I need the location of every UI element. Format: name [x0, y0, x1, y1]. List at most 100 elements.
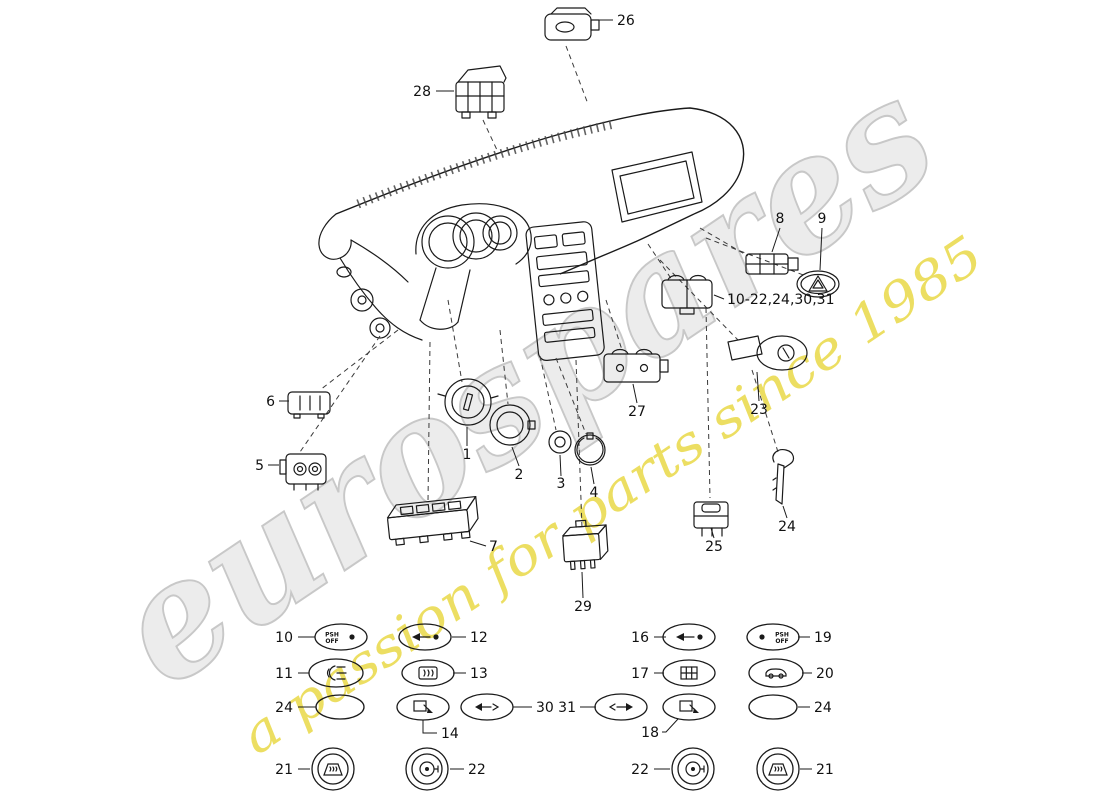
callout-24-right: 24: [814, 700, 832, 716]
switch-oval-30: [460, 693, 514, 721]
switch-oval-13: [401, 659, 455, 687]
defroster-vent-hatch: [356, 119, 615, 209]
part-8-switch: [745, 253, 799, 275]
callout-6: 6: [266, 394, 275, 410]
car-icon: [765, 668, 787, 679]
part-26-switch: [544, 7, 600, 41]
callout-19: 19: [814, 630, 832, 646]
callout-31: 31: [558, 700, 576, 716]
callout-24-key: 24: [778, 519, 796, 535]
indicator-dot-icon: [697, 634, 703, 640]
callout-14: 14: [441, 726, 459, 742]
beam-adjust-icon: [676, 633, 695, 641]
center-console: [525, 221, 605, 361]
indicator-dot-icon: [433, 634, 439, 640]
off-text: OFF: [325, 638, 338, 645]
switch-oval-psh-off-10: PSH OFF: [314, 623, 368, 651]
callout-27: 27: [628, 404, 646, 420]
callout-25: 25: [705, 539, 723, 555]
callout-2: 2: [515, 467, 524, 483]
heated-window-grid-icon: [680, 666, 698, 680]
beam-adjust-icon: [412, 633, 431, 641]
part-3-ring: [548, 430, 572, 454]
switch-oval-14: [396, 693, 450, 721]
part-25-switch: [693, 501, 729, 537]
switch-oval-17: [662, 659, 716, 687]
fog-light-icon: [326, 665, 347, 681]
leader-lines-dashed: [299, 45, 807, 529]
callout-17: 17: [631, 666, 649, 682]
switch-oval-16: [662, 623, 716, 651]
callout-7: 7: [489, 539, 498, 555]
round-button-21-left: [311, 747, 355, 791]
callout-29: 29: [574, 599, 592, 615]
callout-22-right: 22: [631, 762, 649, 778]
cigarette-lighter-icon: [419, 761, 439, 777]
callout-23: 23: [750, 402, 768, 418]
off-text: OFF: [775, 638, 788, 645]
callout-13: 13: [470, 666, 488, 682]
callout-30: 30: [536, 700, 554, 716]
part-1-ignition-switch: [437, 378, 499, 426]
callout-group: 10-22,24,30,31: [727, 292, 834, 308]
switch-grid: 10 PSH OFF 12 16 PSH: [275, 623, 834, 791]
windshield-defrost-icon: [323, 763, 343, 776]
switch-oval-31: [594, 693, 648, 721]
switch-oval-blank-right: [748, 694, 798, 720]
flap-arrow-icon: [475, 703, 500, 711]
callout-3: 3: [557, 476, 566, 492]
part-9-hazard-button: [796, 270, 840, 298]
round-button-21-right: [756, 747, 800, 791]
part-group-switch: [661, 274, 713, 315]
rear-defroster-icon: [418, 666, 438, 680]
part-4-knob: [574, 432, 606, 466]
callout-22-left: 22: [468, 762, 486, 778]
indicator-dot-icon: [759, 634, 765, 640]
callout-4: 4: [590, 485, 599, 501]
part-5-switch: [279, 453, 327, 491]
part-29-relay: [562, 519, 609, 571]
switch-oval-psh-off-19: PSH OFF: [746, 623, 800, 651]
callout-18: 18: [641, 725, 659, 741]
cigarette-lighter-icon: [685, 761, 705, 777]
callouts: 26 28 8 9 10-22,24,30,31 6 1 2 3 4 27 23…: [255, 13, 834, 615]
round-button-22-left: [405, 747, 449, 791]
part-23-ignition-housing: [727, 335, 808, 371]
callout-16: 16: [631, 630, 649, 646]
part-24-key: [772, 449, 795, 505]
psh-text: PSH: [325, 632, 339, 639]
callout-21-right: 21: [816, 762, 834, 778]
callout-8: 8: [776, 211, 785, 227]
callout-5: 5: [255, 458, 264, 474]
part-6-switch: [287, 391, 331, 419]
callout-26: 26: [617, 13, 635, 29]
psh-text: PSH: [775, 632, 789, 639]
callout-28: 28: [413, 84, 431, 100]
windshield-defrost-icon: [768, 763, 788, 776]
switch-oval-18: [662, 693, 716, 721]
part-2-trim-ring: [489, 404, 536, 446]
callout-10: 10: [275, 630, 293, 646]
callout-20: 20: [816, 666, 834, 682]
part-27-switch: [603, 348, 669, 383]
callout-21-left: 21: [275, 762, 293, 778]
hazard-triangle-icon: [808, 275, 828, 292]
switch-oval-11: [308, 658, 364, 688]
round-button-22-right: [671, 747, 715, 791]
callout-1: 1: [463, 447, 472, 463]
indicator-dot-icon: [349, 634, 355, 640]
window-lift-icon: [413, 700, 433, 713]
callout-24-left: 24: [275, 700, 293, 716]
window-lift-icon: [679, 700, 699, 713]
part-28-switch-unit: [455, 65, 507, 119]
callout-11: 11: [275, 666, 293, 682]
dashboard-drawing: [318, 107, 745, 361]
flap-arrow-icon: [608, 703, 633, 711]
callout-9: 9: [818, 211, 827, 227]
watermark: eurospares a passion for parts since 198…: [81, 40, 994, 767]
switch-oval-12: [398, 623, 452, 651]
switch-oval-20: [748, 658, 804, 688]
part-7-switch-bank: [386, 495, 479, 546]
